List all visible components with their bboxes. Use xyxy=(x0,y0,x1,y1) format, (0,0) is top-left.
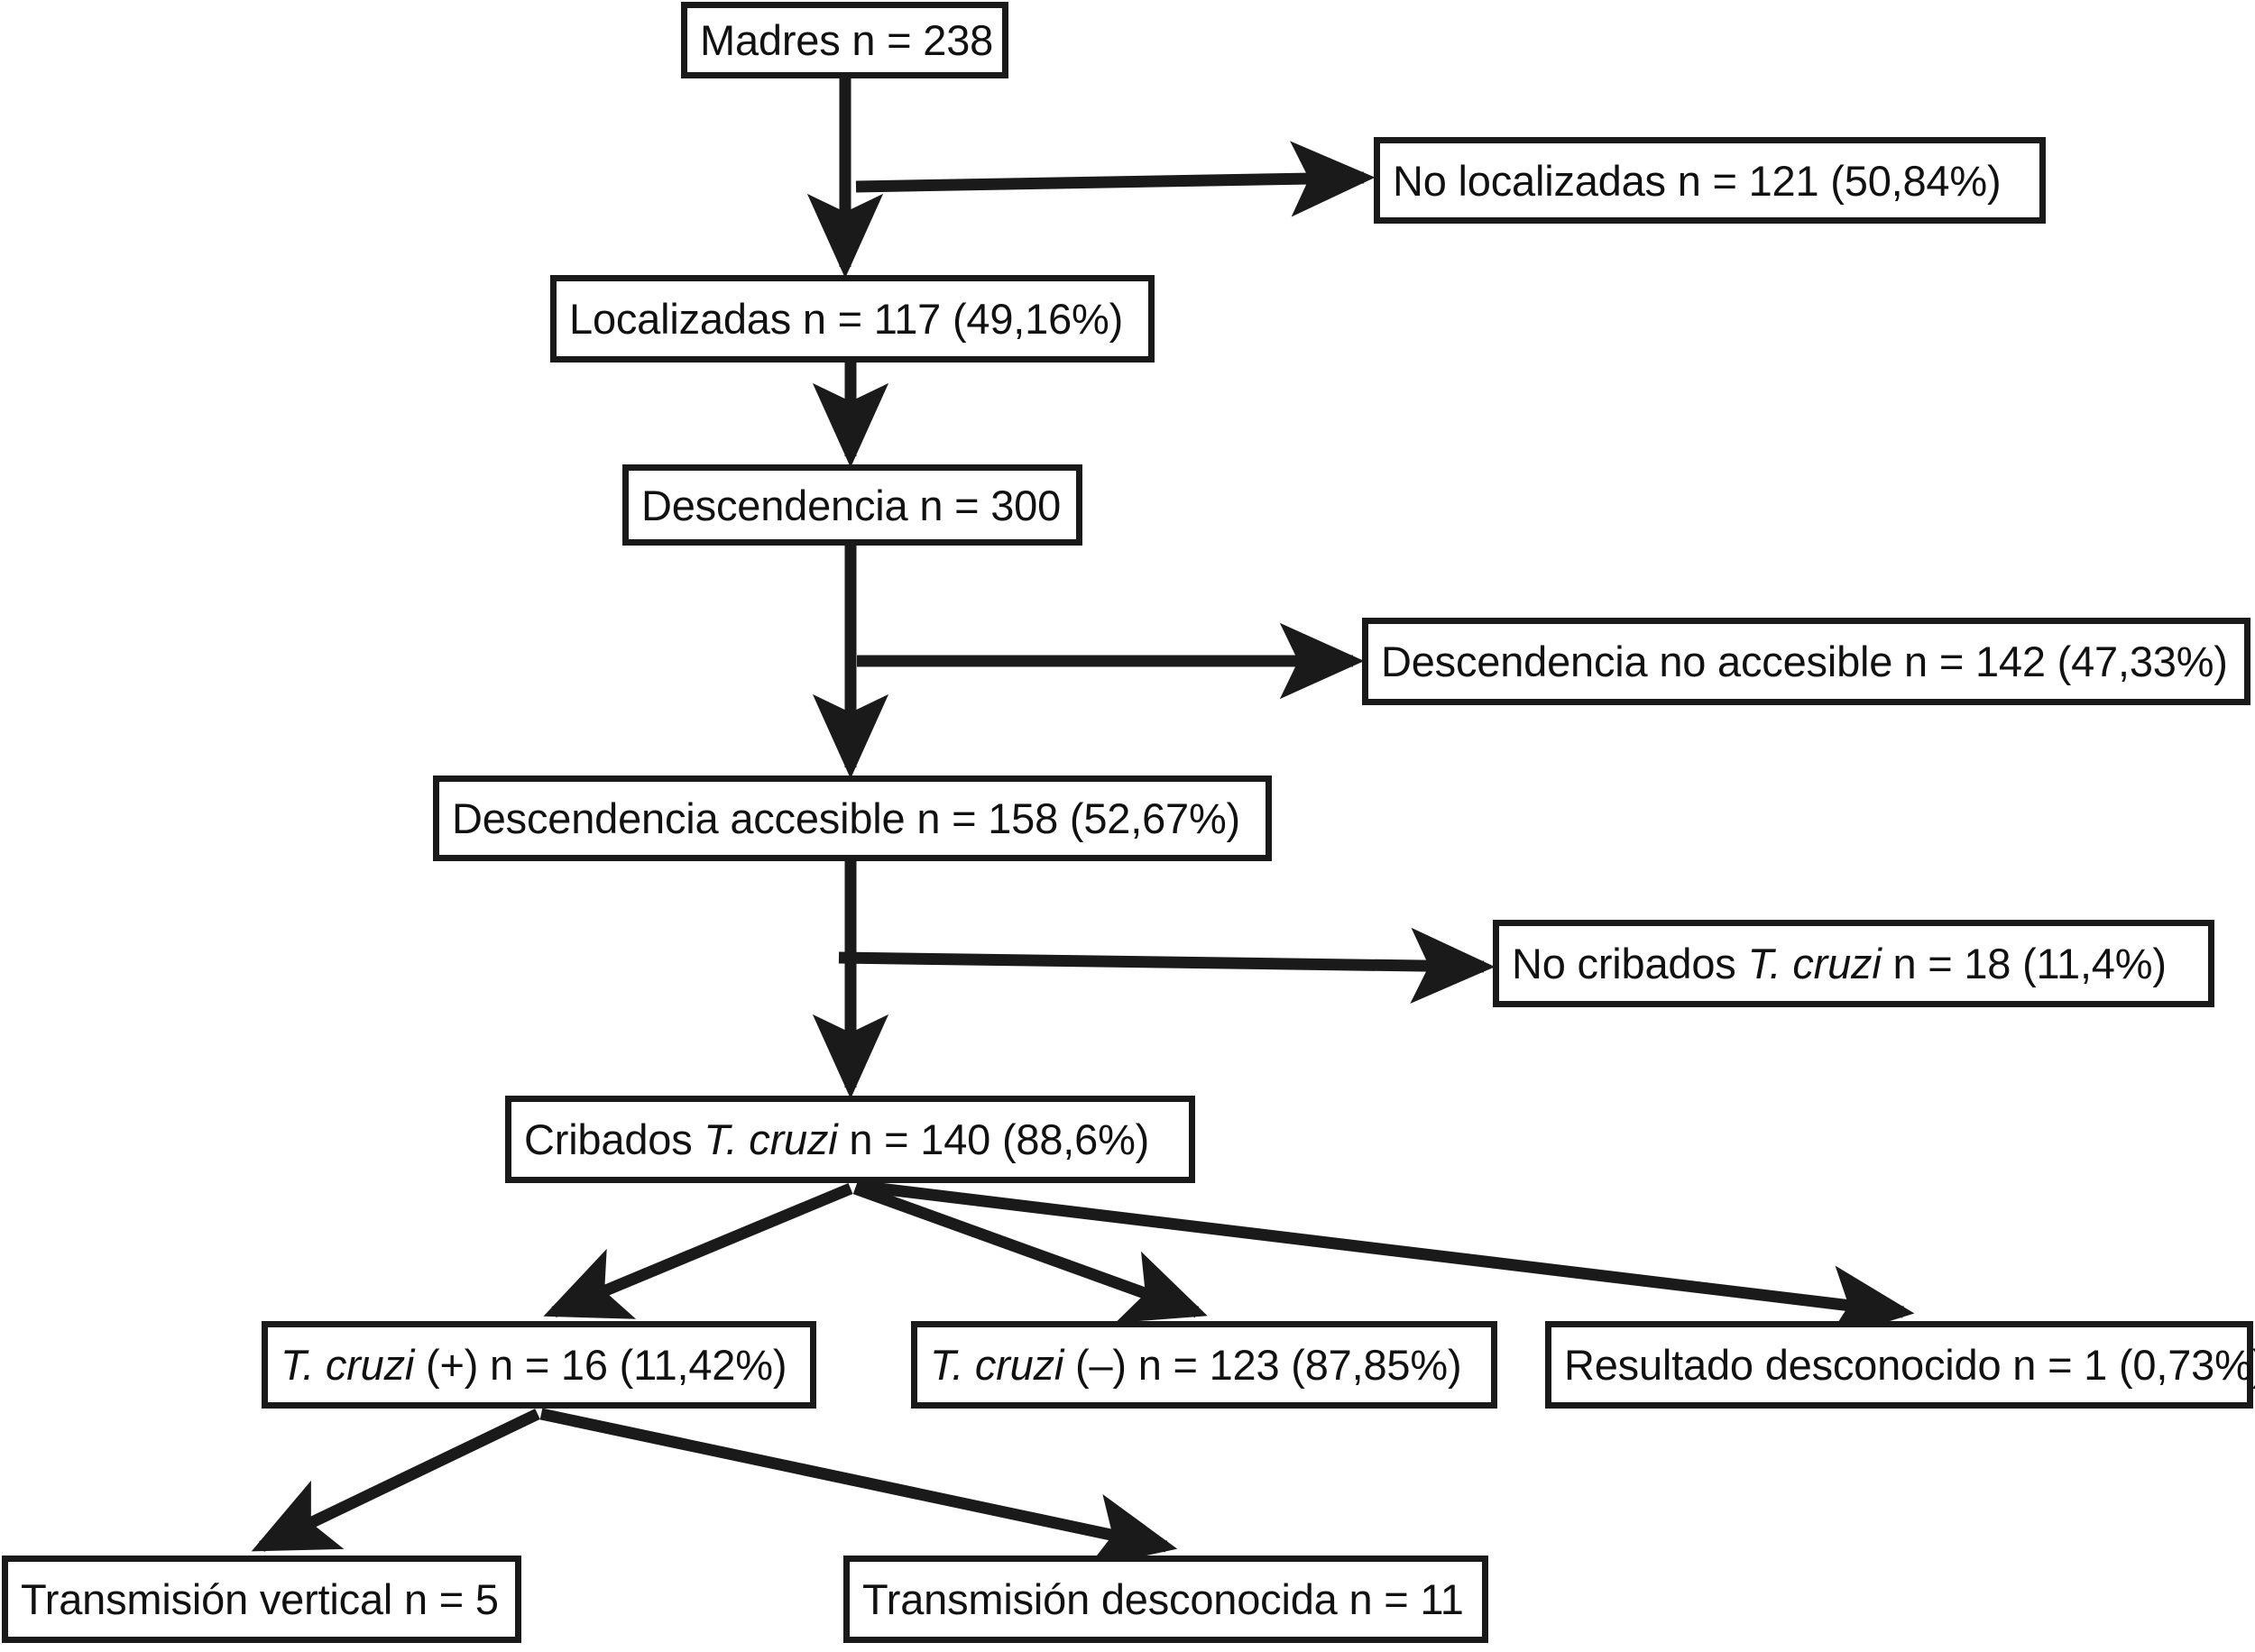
node-no-localizadas-label: No localizadas n = 121 (50,84%) xyxy=(1393,156,2002,205)
node-no-cribados[interactable]: No cribados T. cruzi n = 18 (11,4%) xyxy=(1493,920,2214,1007)
node-tcruzi-positivo-label: T. cruzi (+) n = 16 (11,42%) xyxy=(281,1341,787,1389)
node-descendencia-label: Descendencia n = 300 xyxy=(641,481,1062,529)
node-localizadas-label: Localizadas n = 117 (49,16%) xyxy=(569,295,1124,343)
node-descendencia[interactable]: Descendencia n = 300 xyxy=(622,464,1082,546)
node-madres-label: Madres n = 238 xyxy=(700,16,994,64)
edge-cribados-to-positivo xyxy=(543,1182,853,1319)
node-descendencia-no-accesible-label: Descendencia no accesible n = 142 (47,33… xyxy=(1381,638,2228,685)
edge-trunk-to-no-cribados xyxy=(838,927,1496,1004)
edge-positivo-to-vertical xyxy=(251,1409,540,1552)
node-tcruzi-negativo-label: T. cruzi (–) n = 123 (87,85%) xyxy=(930,1341,1462,1389)
edge-positivo-to-desconocida xyxy=(539,1408,1178,1569)
node-tcruzi-positivo[interactable]: T. cruzi (+) n = 16 (11,42%) xyxy=(262,1321,816,1409)
node-descendencia-accesible[interactable]: Descendencia accesible n = 158 (52,67%) xyxy=(433,776,1272,861)
node-descendencia-no-accesible[interactable]: Descendencia no accesible n = 142 (47,33… xyxy=(1362,618,2250,705)
node-transmision-vertical[interactable]: Transmisión vertical n = 5 xyxy=(2,1556,521,1643)
node-localizadas[interactable]: Localizadas n = 117 (49,16%) xyxy=(550,275,1155,363)
edge-cribados-to-desconocido xyxy=(856,1179,1915,1342)
edge-cribados-to-negativo xyxy=(852,1182,1208,1324)
node-transmision-desconocida-label: Transmisión desconocida n = 11 xyxy=(862,1575,1464,1623)
node-descendencia-accesible-label: Descendencia accesible n = 158 (52,67%) xyxy=(452,794,1241,842)
node-cribados-label: Cribados T. cruzi n = 140 (88,6%) xyxy=(524,1115,1150,1163)
node-resultado-desconocido[interactable]: Resultado desconocido n = 1 (0,73%) xyxy=(1545,1321,2255,1409)
node-cribados[interactable]: Cribados T. cruzi n = 140 (88,6%) xyxy=(505,1096,1195,1183)
node-tcruzi-negativo[interactable]: T. cruzi (–) n = 123 (87,85%) xyxy=(911,1321,1497,1409)
node-no-cribados-label: No cribados T. cruzi n = 18 (11,4%) xyxy=(1512,940,2167,987)
node-no-localizadas[interactable]: No localizadas n = 121 (50,84%) xyxy=(1374,137,2046,224)
edge-trunk-to-no-localizadas xyxy=(855,141,1376,217)
node-transmision-desconocida[interactable]: Transmisión desconocida n = 11 xyxy=(843,1556,1488,1643)
node-resultado-desconocido-label: Resultado desconocido n = 1 (0,73%) xyxy=(1564,1341,2255,1389)
node-madres[interactable]: Madres n = 238 xyxy=(681,2,1008,78)
node-transmision-vertical-label: Transmisión vertical n = 5 xyxy=(21,1575,499,1623)
